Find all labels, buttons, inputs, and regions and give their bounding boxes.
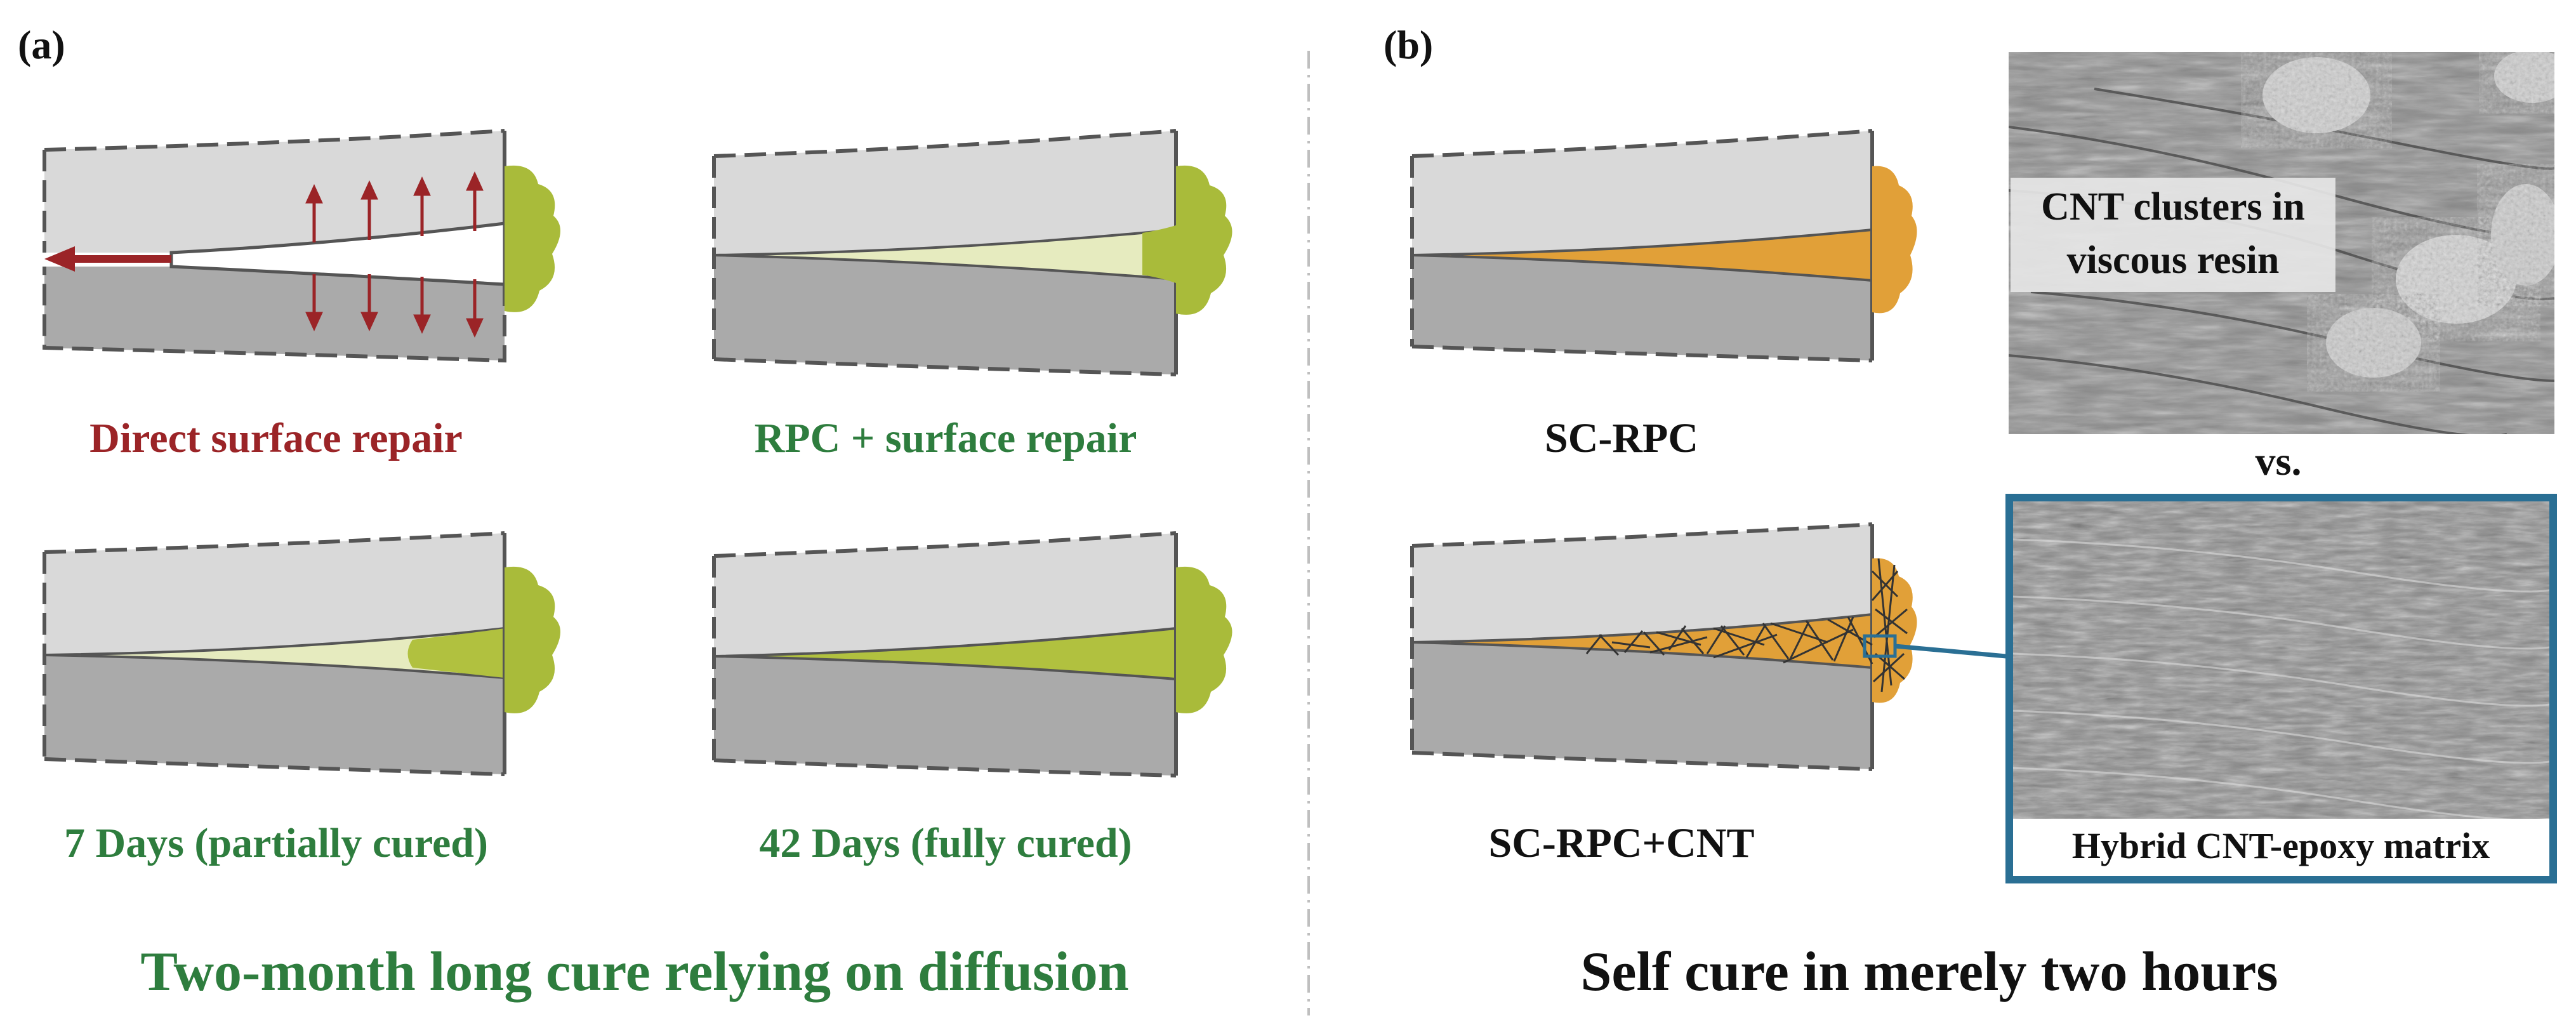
specimen-sc-rpc-cnt — [1410, 522, 2014, 771]
summary-panel-a: Two-month long cure relying on diffusion — [140, 941, 1128, 1003]
micrograph-hybrid-matrix: Hybrid CNT-epoxy matrix — [2005, 494, 2557, 883]
caption-42-days: 42 Days (fully cured) — [759, 820, 1132, 866]
caption-7-days: 7 Days (partially cured) — [64, 820, 488, 866]
resin-bulge — [1872, 558, 1917, 703]
specimen-sc-rpc — [1410, 129, 1917, 362]
summary-panel-b: Self cure in merely two hours — [1580, 941, 2278, 1003]
surface-patch — [1176, 165, 1232, 315]
caption-rpc-surface-repair: RPC + surface repair — [755, 415, 1137, 461]
caption-sc-rpc-cnt: SC-RPC+CNT — [1489, 820, 1755, 866]
cnt-clusters — [2262, 52, 2554, 378]
cnt-network — [1585, 558, 1908, 692]
surface-patch — [505, 165, 561, 312]
panel-b-label: (b) — [1384, 22, 1433, 67]
specimen-direct-repair — [43, 129, 561, 363]
micrograph-top-label-line2: viscous resin — [2067, 239, 2280, 282]
lower-arm — [44, 267, 505, 360]
surface-patch — [505, 566, 561, 713]
versus-label: vs. — [2256, 439, 2302, 484]
panel-a-label: (a) — [18, 22, 65, 67]
resin-cured-front — [407, 628, 505, 678]
resin-bulge — [1872, 166, 1917, 314]
micrograph-top-label-bg — [2011, 178, 2335, 292]
micrograph-top-label-line1: CNT clusters in — [2041, 185, 2305, 228]
specimen-42-days — [712, 531, 1232, 777]
zoom-connector — [1894, 644, 2014, 659]
opening-arrows — [305, 171, 484, 338]
micrograph-bottom-label-bg — [2013, 819, 2549, 876]
specimen-rpc-repair — [712, 129, 1232, 376]
micrograph-cnt-clusters: CNT clusters in viscous resin — [2009, 52, 2554, 434]
surface-patch — [1176, 566, 1232, 713]
caption-sc-rpc: SC-RPC — [1545, 415, 1698, 461]
caption-direct-surface-repair: Direct surface repair — [89, 415, 463, 461]
specimen-7-days — [43, 531, 561, 776]
micrograph-bottom-label: Hybrid CNT-epoxy matrix — [2072, 825, 2490, 866]
